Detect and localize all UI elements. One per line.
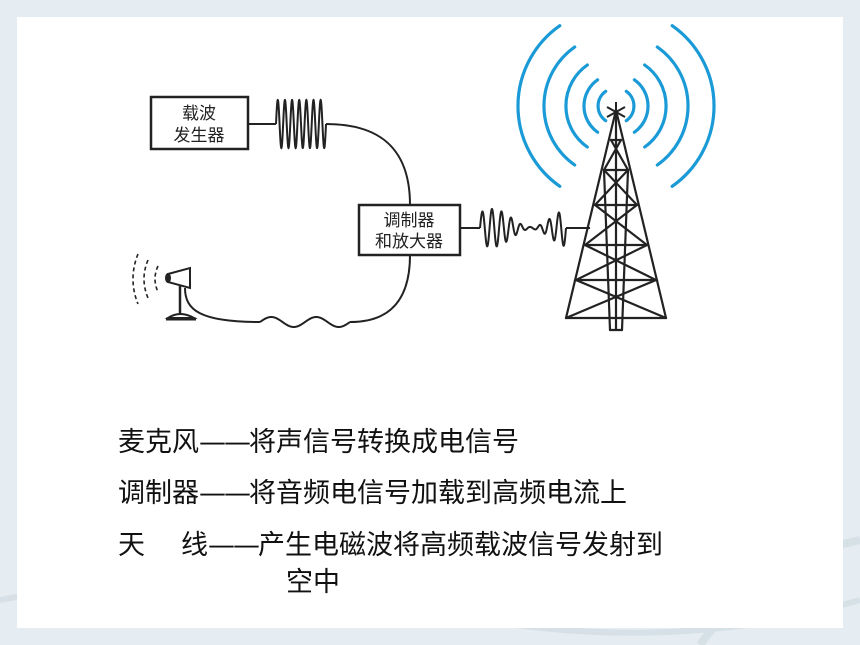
- text-microphone: 将声信号转换成电信号: [249, 427, 519, 458]
- text-antenna: 产生电磁波将高频载波信号发射到: [258, 530, 663, 561]
- em-wave-arc: [542, 45, 577, 167]
- mic-wire-to-modulator: [349, 254, 411, 323]
- modulator-box-line2: 和放大器: [375, 232, 443, 252]
- carrier-wire-to-modulator: [325, 123, 411, 206]
- audio-wave: [259, 316, 351, 328]
- em-wave-arc: [655, 45, 690, 167]
- term-antenna-char1: 天: [118, 530, 145, 561]
- modulator-box: 调制器 和放大器: [357, 203, 462, 257]
- carrier-wave: [275, 98, 327, 150]
- em-wave-arc: [564, 63, 589, 149]
- text-antenna-continued: 空中: [286, 567, 340, 598]
- microphone-icon: [164, 266, 198, 321]
- em-wave-arc: [643, 63, 668, 149]
- antenna-tower-icon: [564, 108, 668, 332]
- electromagnetic-waves-icon: [516, 24, 716, 188]
- term-modulator: 调制器: [118, 478, 199, 509]
- description-antenna-continued: 空中: [286, 566, 340, 600]
- carrier-generator-box: 载波 发生器: [149, 95, 250, 151]
- separator: ——: [199, 427, 251, 458]
- carrier-box-line1: 载波: [182, 104, 216, 124]
- em-wave-arc: [596, 89, 608, 123]
- description-modulator: 调制器——将音频电信号加载到高频电流上: [118, 477, 627, 511]
- carrier-box-line2: 发生器: [174, 126, 225, 146]
- antenna-tip-icon: [606, 102, 626, 122]
- description-antenna: 天 线——产生电磁波将高频载波信号发射到: [118, 529, 663, 563]
- modulated-wave: [479, 207, 567, 248]
- text-modulator: 将音频电信号加载到高频电流上: [249, 478, 627, 509]
- em-wave-arc: [670, 24, 716, 188]
- description-microphone: 麦克风——将声信号转换成电信号: [118, 426, 519, 460]
- sound-waves-icon: [132, 253, 159, 305]
- em-wave-arc: [582, 78, 600, 134]
- term-microphone: 麦克风: [118, 427, 199, 458]
- em-wave-arc: [624, 89, 636, 123]
- term-antenna-char2: 线: [181, 530, 208, 561]
- mic-wire-left: [184, 287, 261, 323]
- em-wave-arc: [516, 24, 562, 188]
- em-wave-arc: [632, 78, 650, 134]
- separator: ——: [199, 478, 251, 509]
- modulator-box-line1: 调制器: [384, 211, 435, 231]
- separator: ——: [208, 530, 260, 561]
